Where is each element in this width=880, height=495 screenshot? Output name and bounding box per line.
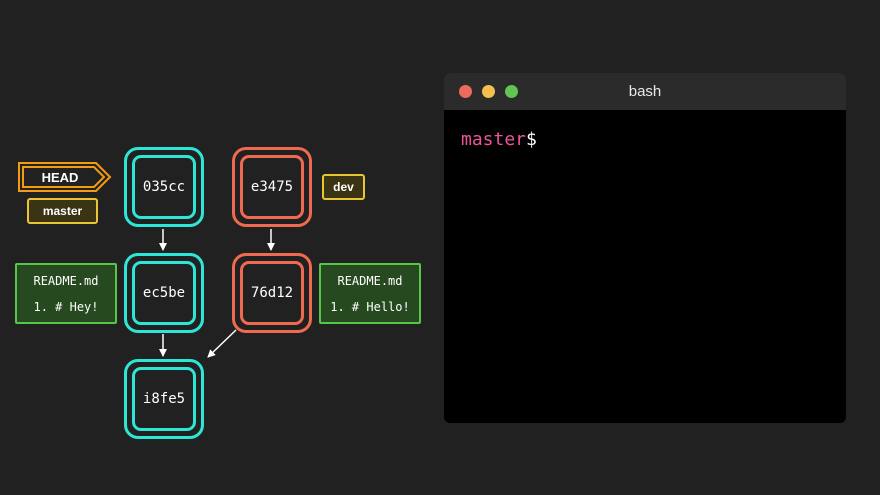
file-name: README.md bbox=[337, 273, 403, 288]
maximize-window-button[interactable] bbox=[505, 85, 518, 98]
terminal-prompt[interactable]: master$ bbox=[461, 129, 537, 150]
commit-e3475: e3475 bbox=[232, 147, 312, 227]
commit-hash: ec5be bbox=[132, 261, 196, 325]
commit-i8fe5: i8fe5 bbox=[124, 359, 204, 439]
commit-hash: 035cc bbox=[132, 155, 196, 219]
file-preview-right: README.md 1. # Hello! bbox=[319, 263, 421, 324]
branch-label-dev: dev bbox=[322, 174, 365, 200]
branch-label-master: master bbox=[27, 198, 98, 224]
commit-hash: i8fe5 bbox=[132, 367, 196, 431]
file-preview-left: README.md 1. # Hey! bbox=[15, 263, 117, 324]
terminal-titlebar[interactable]: bash bbox=[444, 73, 846, 110]
commit-ec5be: ec5be bbox=[124, 253, 204, 333]
prompt-symbol: $ bbox=[526, 129, 537, 150]
commit-76d12: 76d12 bbox=[232, 253, 312, 333]
file-line: 1. # Hey! bbox=[33, 299, 99, 314]
commit-hash: 76d12 bbox=[240, 261, 304, 325]
terminal-title: bash bbox=[628, 83, 662, 100]
commit-035cc: 035cc bbox=[124, 147, 204, 227]
close-window-button[interactable] bbox=[459, 85, 472, 98]
file-line: 1. # Hello! bbox=[330, 299, 410, 314]
head-arrow-shape bbox=[18, 162, 112, 192]
file-name: README.md bbox=[33, 273, 99, 288]
commit-hash: e3475 bbox=[240, 155, 304, 219]
head-label: HEAD bbox=[41, 169, 79, 185]
prompt-branch: master bbox=[461, 129, 527, 150]
terminal-window[interactable]: bash master$ bbox=[444, 73, 846, 423]
minimize-window-button[interactable] bbox=[482, 85, 495, 98]
head-pointer: HEAD bbox=[18, 162, 112, 192]
edge-76d12-to-i8fe5 bbox=[207, 329, 237, 358]
